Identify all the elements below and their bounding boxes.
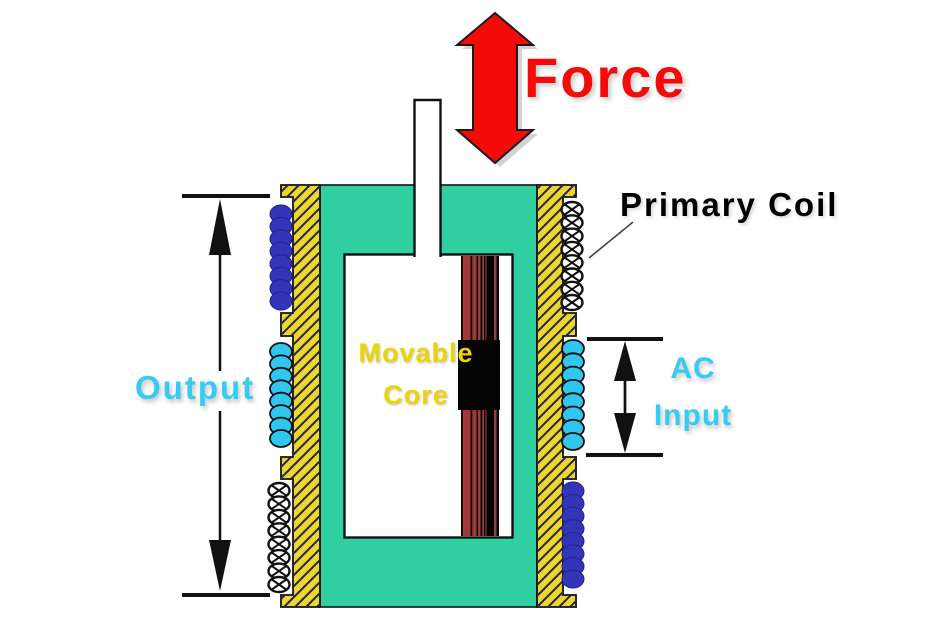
coil-blue-left	[269, 204, 293, 311]
ac-input-label-line1: AC	[670, 352, 716, 385]
movable-core-label-line1: Movable	[358, 338, 474, 368]
movable-core-label: Movable Core	[340, 340, 492, 424]
movable-core	[458, 256, 500, 536]
force-label: Force	[524, 46, 687, 109]
ac-input-label: AC Input	[643, 354, 743, 448]
coil-cross-right	[560, 200, 584, 312]
coil-cyan-left	[269, 342, 293, 448]
coil-cross-left	[267, 481, 291, 594]
output-label: Output	[135, 369, 256, 406]
ac-input-dimension-arrow	[586, 337, 663, 457]
movable-core-label-line2: Core	[383, 380, 449, 410]
primary-coil-label: Primary Coil	[620, 186, 839, 223]
coil-cyan-right	[561, 339, 585, 451]
core-center-block	[458, 340, 500, 410]
ac-input-label-line2: Input	[653, 399, 733, 432]
output-dimension-arrow	[182, 194, 270, 597]
coil-blue-right	[561, 481, 585, 589]
left-bobbin	[280, 184, 321, 608]
force-arrow-icon	[454, 11, 538, 167]
push-rod	[413, 98, 442, 257]
primary-coil-pointer-line	[588, 221, 634, 259]
